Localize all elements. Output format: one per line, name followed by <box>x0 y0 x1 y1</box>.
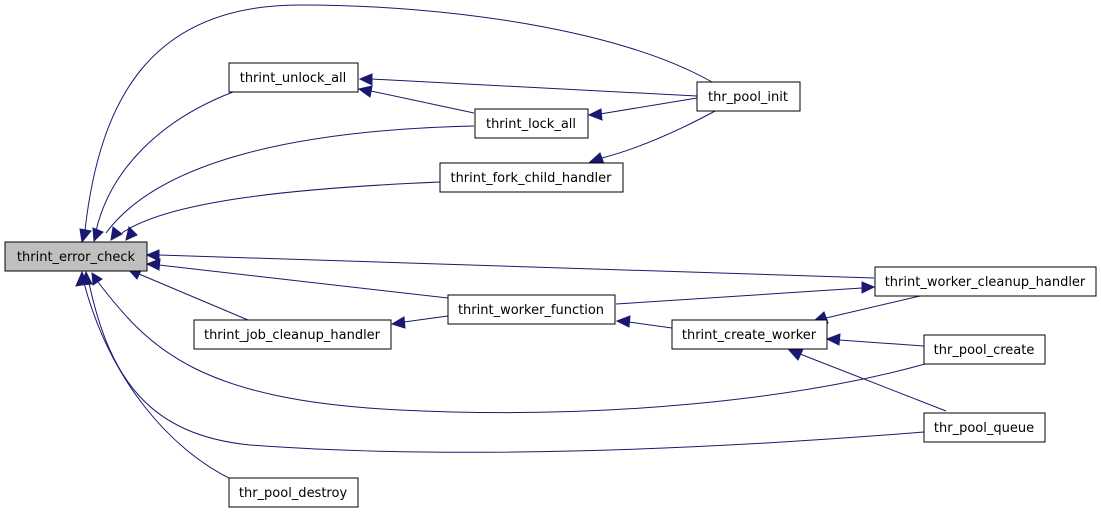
node-box <box>696 81 801 112</box>
arrowhead <box>92 227 104 243</box>
node-label: thr_pool_destroy <box>239 486 348 501</box>
arrowhead <box>125 226 138 241</box>
node-label: thrint_fork_child_handler <box>450 171 612 186</box>
edge-thrint-lock-all-to-thrint-unlock-all <box>370 90 475 114</box>
node-label: thrint_job_cleanup_handler <box>204 328 381 343</box>
node-thrint-worker-cleanup-handler[interactable]: thrint_worker_cleanup_handler <box>874 266 1097 297</box>
edge-thr-pool-create-to-thrint-create-worker <box>838 339 925 347</box>
node-thrint-worker-function[interactable]: thrint_worker_function <box>447 294 616 325</box>
edge-thr-pool-destroy-to-thrint-error-check <box>83 282 234 481</box>
edge-thr-pool-create-to-thrint-error-check <box>97 281 933 414</box>
node-box <box>447 294 616 325</box>
edge-thrint-worker-function-to-thrint-job-cleanup-handler <box>403 315 449 323</box>
node-thrint-job-cleanup-handler[interactable]: thrint_job_cleanup_handler <box>193 319 392 350</box>
arrowhead <box>825 333 841 346</box>
edge-thrint-job-cleanup-handler-to-thrint-error-check <box>138 273 249 321</box>
edge-thr-pool-init-to-thrint-fork-child-handler <box>601 109 718 159</box>
node-thr-pool-queue[interactable]: thr_pool_queue <box>923 412 1046 443</box>
edge-thrint-worker-function-to-thrint-error-check <box>158 264 449 299</box>
arrowhead <box>588 152 605 165</box>
node-label: thrint_unlock_all <box>240 71 347 86</box>
node-box <box>193 319 392 350</box>
arrowhead <box>110 226 123 241</box>
arrowhead <box>787 348 804 361</box>
edge-thr-pool-init-to-thrint-error-check <box>84 4 713 231</box>
node-label: thr_pool_create <box>934 343 1035 358</box>
node-box <box>923 334 1046 365</box>
arrowhead <box>587 108 603 121</box>
edge-thr-pool-init-to-thrint-unlock-all <box>370 78 698 97</box>
node-thr-pool-destroy[interactable]: thr_pool_destroy <box>228 477 359 508</box>
edges <box>83 4 947 481</box>
arrowhead <box>861 281 876 294</box>
arrowhead <box>615 315 631 328</box>
arrowhead <box>145 249 160 262</box>
edge-thrint-create-worker-to-thrint-worker-function <box>628 321 673 329</box>
node-box <box>671 319 828 350</box>
node-label: thrint_error_check <box>17 250 136 265</box>
node-thr-pool-init[interactable]: thr_pool_init <box>696 81 801 112</box>
edge-thr-pool-queue-to-thrint-error-check <box>88 282 925 453</box>
edge-thrint-worker-function-to-thrint-worker-cleanup-handler <box>615 287 863 305</box>
node-box <box>874 266 1097 297</box>
edge-thrint-unlock-all-to-thrint-error-check <box>95 91 234 232</box>
node-box <box>228 477 359 508</box>
edge-thrint-fork-child-handler-to-thrint-error-check <box>121 181 441 234</box>
edge-thr-pool-init-to-thrint-lock-all <box>599 97 698 115</box>
node-label: thrint_lock_all <box>486 117 576 132</box>
node-label: thr_pool_queue <box>934 421 1034 436</box>
node-thrint-fork-child-handler[interactable]: thrint_fork_child_handler <box>439 162 624 193</box>
node-label: thrint_create_worker <box>682 328 817 343</box>
arrowhead <box>358 73 373 86</box>
focus-node-box <box>4 241 148 272</box>
node-thrint-lock-all[interactable]: thrint_lock_all <box>474 108 589 139</box>
node-label: thrint_worker_cleanup_handler <box>885 275 1086 290</box>
edge-thr-pool-queue-to-thrint-create-worker <box>799 353 947 412</box>
arrowhead <box>390 316 406 329</box>
node-box <box>439 162 624 193</box>
node-box <box>228 62 359 93</box>
arrowhead <box>75 270 88 287</box>
arrowhead <box>79 228 92 244</box>
arrowhead <box>145 258 161 271</box>
arrowhead <box>357 85 373 98</box>
edge-thrint-worker-cleanup-handler-to-thrint-error-check <box>158 254 875 279</box>
node-label: thr_pool_init <box>708 90 788 105</box>
node-thrint-error-check[interactable]: thrint_error_check <box>4 241 148 272</box>
node-thr-pool-create[interactable]: thr_pool_create <box>923 334 1046 365</box>
arrowhead <box>91 272 103 286</box>
node-box <box>474 108 589 139</box>
node-label: thrint_worker_function <box>458 303 604 318</box>
node-thrint-create-worker[interactable]: thrint_create_worker <box>671 319 828 350</box>
edge-thrint-worker-cleanup-handler-to-thrint-create-worker <box>825 295 921 319</box>
edge-thrint-lock-all-to-thrint-error-check <box>105 125 475 234</box>
node-box <box>923 412 1046 443</box>
node-thrint-unlock-all[interactable]: thrint_unlock_all <box>228 62 359 93</box>
